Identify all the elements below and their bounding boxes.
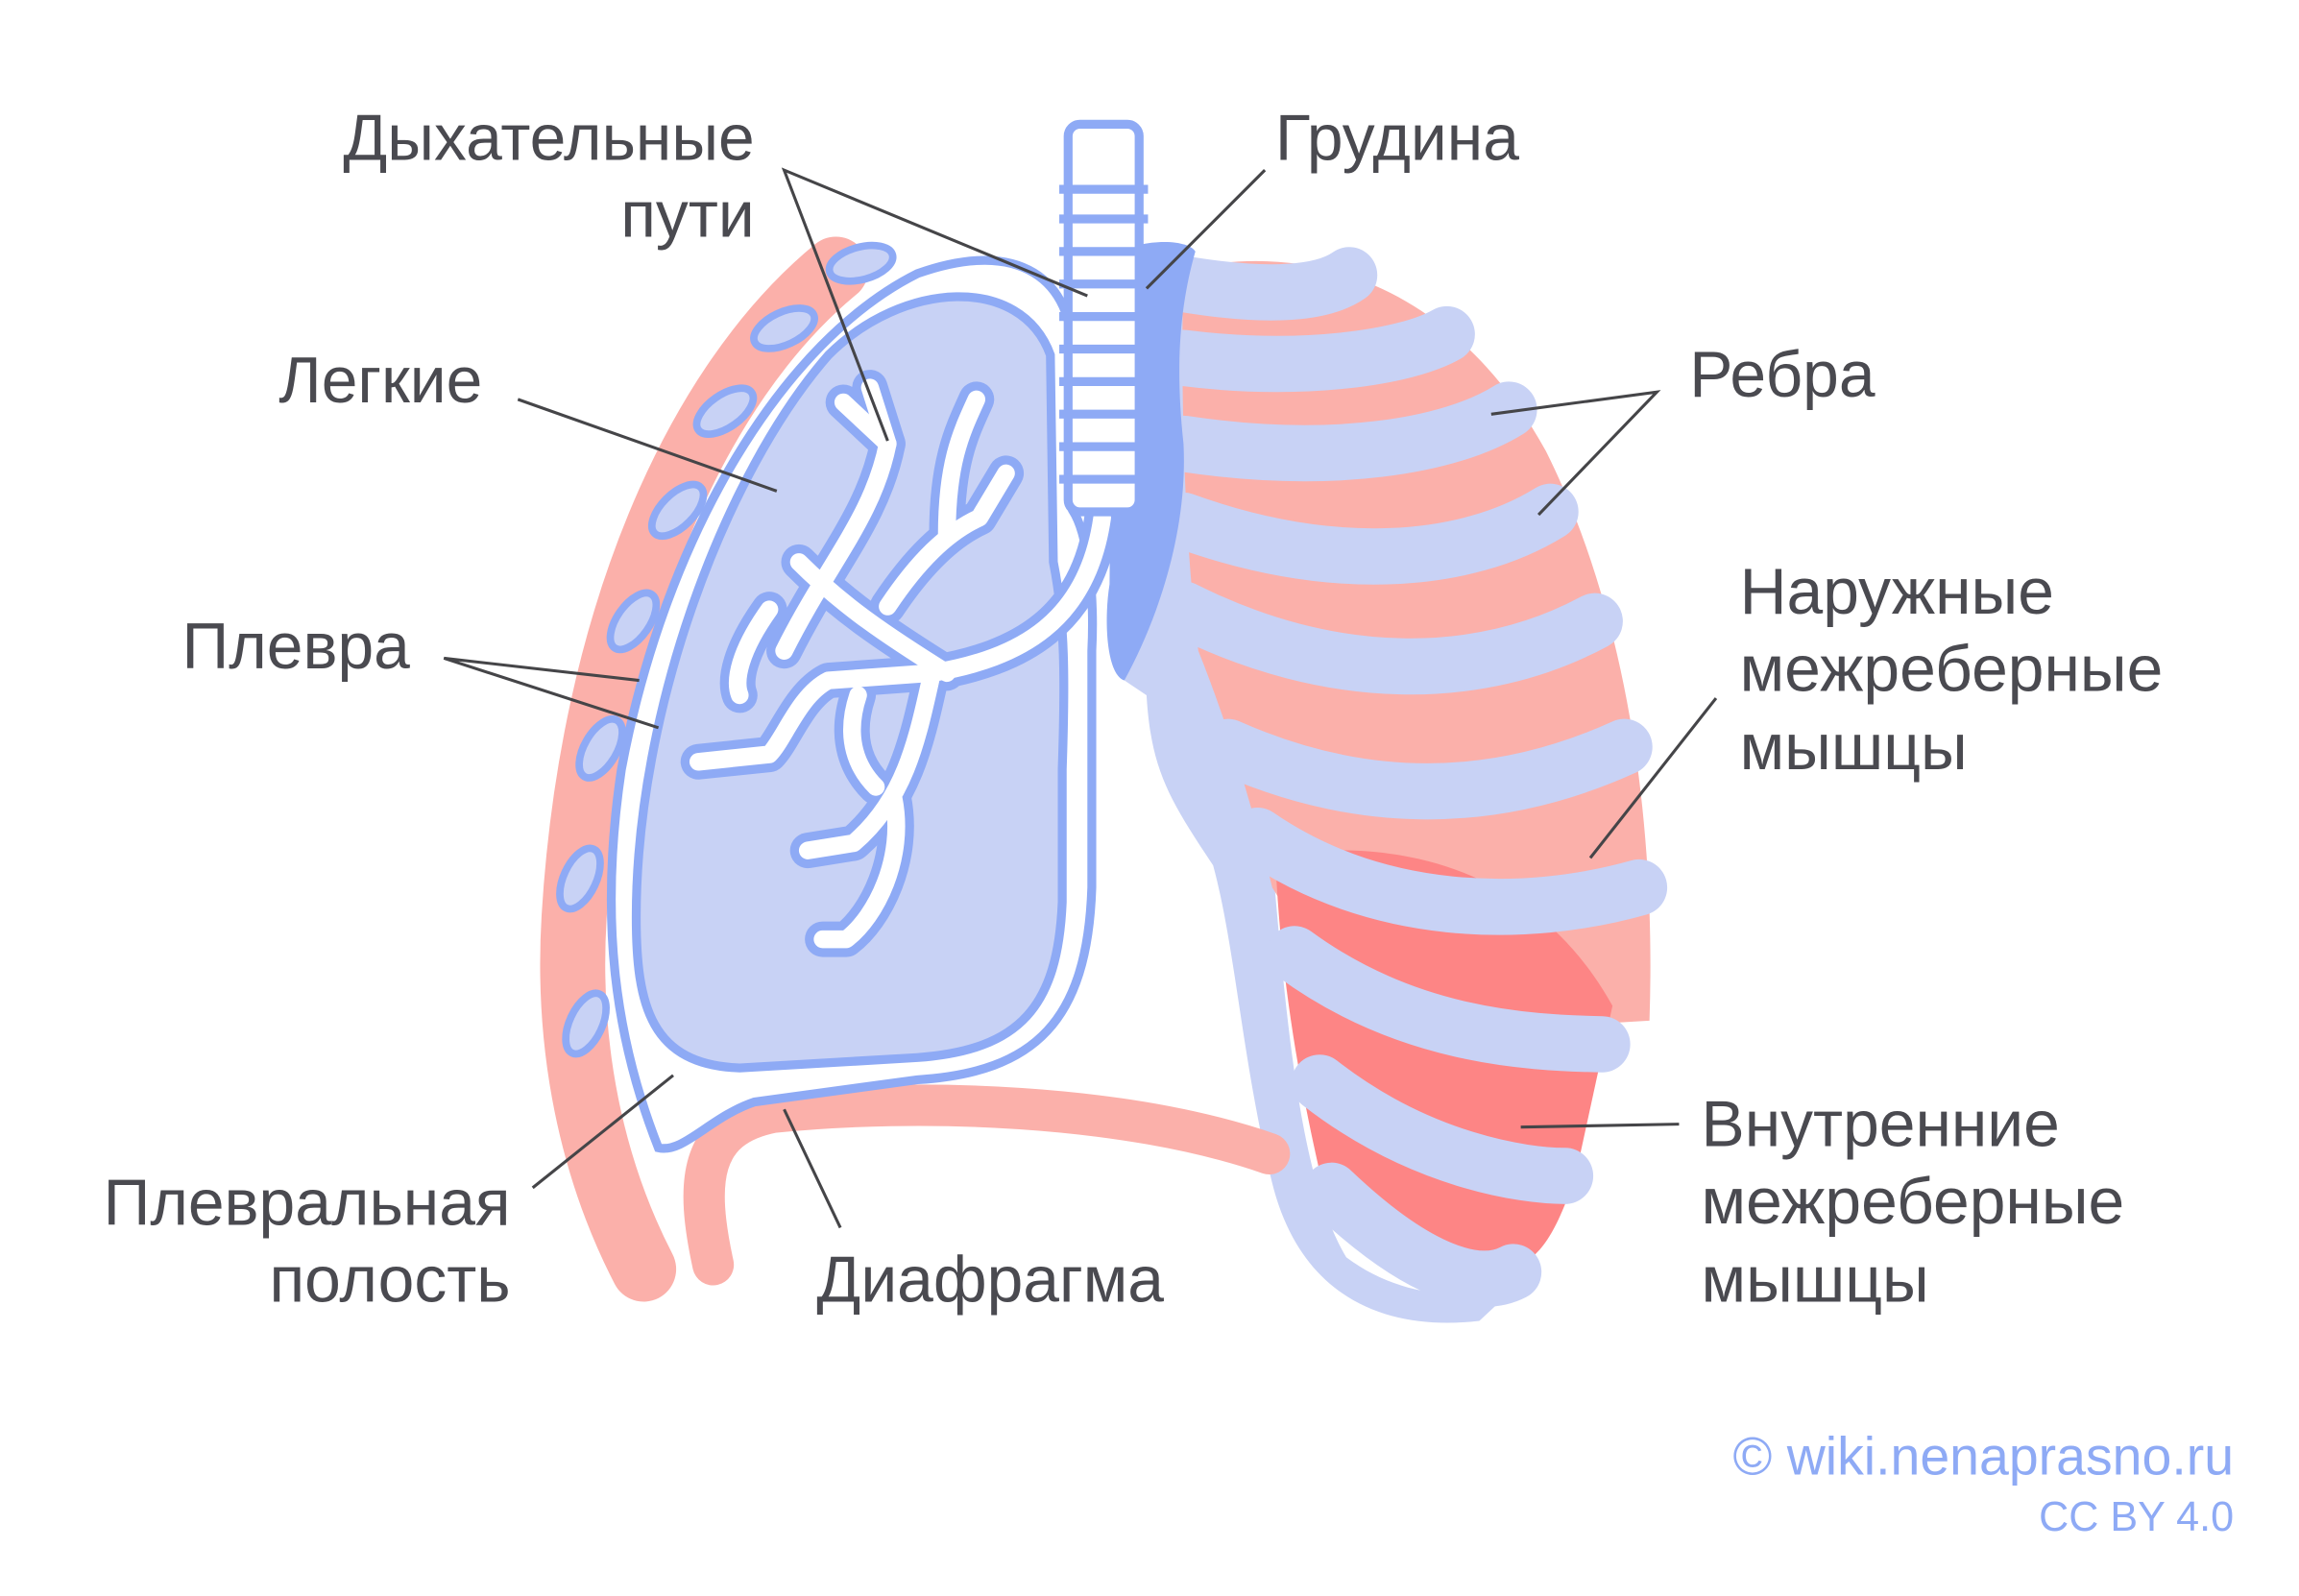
rib [1155, 247, 1378, 321]
label-external-intercostal-3: мышцы [1740, 712, 1968, 784]
rib-section [825, 241, 897, 285]
left-chest-wall [540, 236, 897, 1302]
rib [1266, 926, 1631, 1073]
rib-section [750, 304, 818, 352]
label-internal-intercostal-3: мышцы [1702, 1244, 1929, 1316]
label-external-intercostal-2: межреберные [1740, 633, 2164, 705]
label-pleura: Плевра [182, 611, 411, 683]
rib-section [692, 384, 758, 438]
label-pleural-cavity-1: Плевральная [104, 1167, 511, 1239]
rib-cross-sections [556, 241, 897, 1058]
rib [1303, 1162, 1542, 1307]
label-airways-1: Дыхательные [343, 102, 754, 174]
label-internal-intercostal-2: межреберные [1702, 1166, 2125, 1238]
labels: Дыхательные пути Грудина Легкие Ребра На… [104, 102, 2164, 1316]
rib-section [575, 715, 626, 782]
label-diaphragm: Диафрагма [816, 1244, 1164, 1316]
rib [1155, 483, 1579, 585]
watermark: © wiki.nenaprasno.ru CC BY 4.0 [1732, 1427, 2234, 1541]
watermark-license: CC BY 4.0 [2039, 1494, 2234, 1540]
rib [1199, 718, 1653, 820]
label-internal-intercostal-1: Внутренние [1702, 1089, 2060, 1161]
bronchial-tree [680, 370, 1121, 957]
rib [1155, 305, 1475, 393]
rib [1155, 581, 1623, 695]
trachea [1059, 119, 1149, 517]
label-pleural-cavity-2: полость [269, 1244, 510, 1316]
diaphragm [683, 1084, 1291, 1286]
leader-lines [443, 167, 1718, 1229]
label-airways-2: пути [620, 179, 754, 251]
rib [1155, 381, 1537, 482]
label-sternum: Грудина [1275, 102, 1519, 174]
rib-section [556, 844, 604, 913]
label-external-intercostal-1: Наружные [1740, 556, 2054, 628]
rib-section [562, 989, 610, 1058]
ribs [1155, 247, 1668, 1307]
label-ribs: Ребра [1689, 339, 1876, 411]
rib [1291, 1054, 1594, 1204]
right-ribcage [1106, 241, 1668, 1323]
rib-section [647, 480, 708, 541]
rib-section [606, 589, 661, 654]
label-lungs: Легкие [278, 345, 482, 417]
rib [1229, 808, 1668, 935]
watermark-site: © wiki.nenaprasno.ru [1732, 1427, 2234, 1487]
